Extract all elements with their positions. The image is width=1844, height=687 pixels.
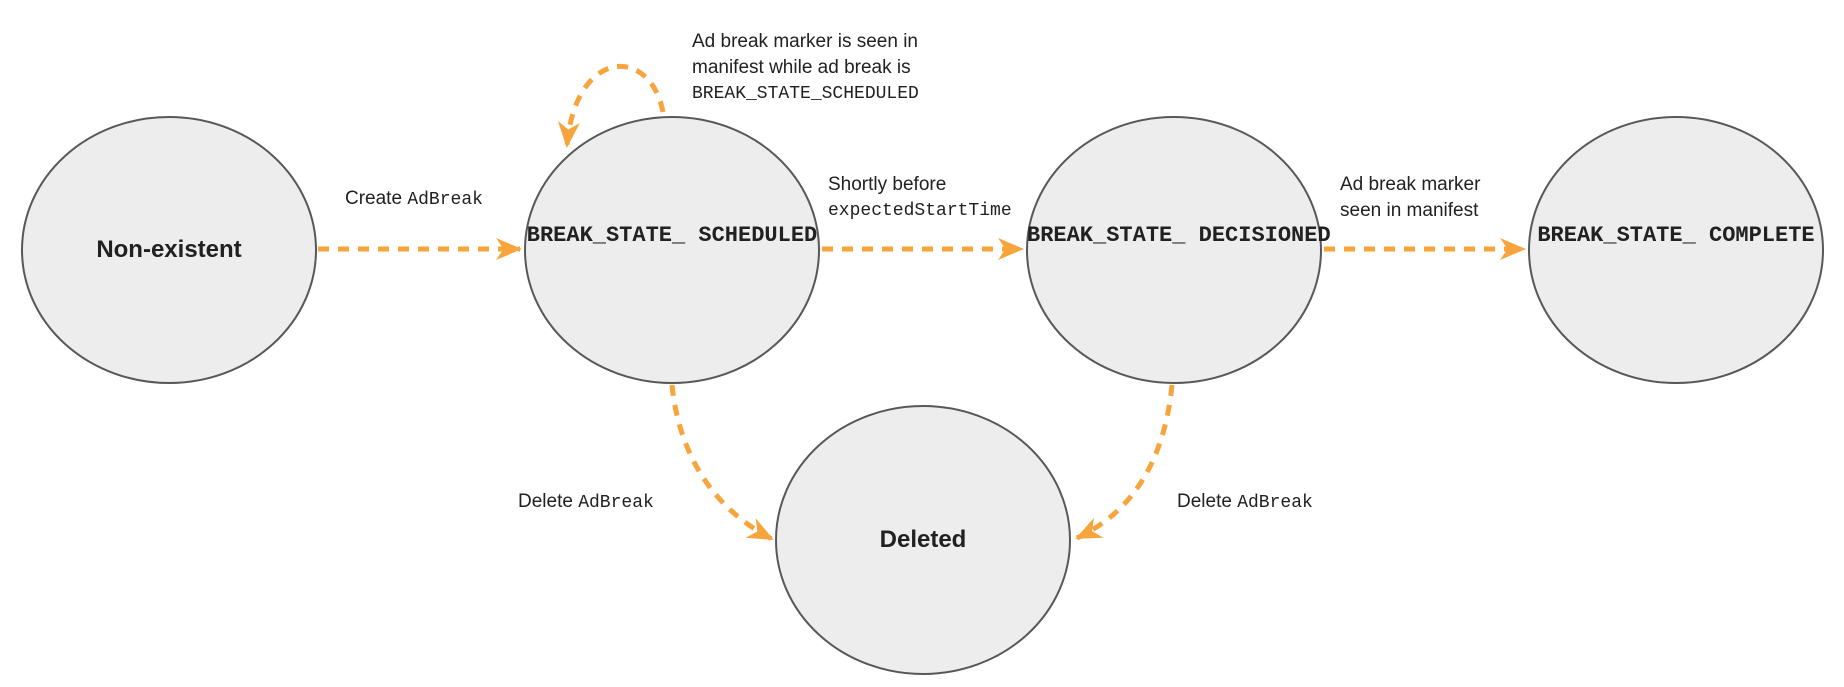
edge-label-marker-seen: Ad break marker seen in manifest (1340, 172, 1480, 224)
edge-label-code: AdBreak (1237, 493, 1313, 513)
edge-label-delete-adbreak-left: Delete AdBreak (518, 489, 654, 516)
edge-label-text: Create (345, 188, 408, 209)
state-ellipse-break-state-decisioned (1026, 116, 1322, 384)
state-ellipse-break-state-complete (1528, 116, 1824, 384)
edge-label-code: AdBreak (578, 493, 654, 513)
state-label-line: COMPLETE (1709, 223, 1815, 248)
state-ellipse-break-state-scheduled (524, 116, 820, 384)
edge-delete-adbreak-from-scheduled (669, 384, 774, 542)
edge-label-create-adbreak: Create AdBreak (345, 186, 483, 213)
edge-label-delete-adbreak-right: Delete AdBreak (1177, 489, 1313, 516)
edge-label-text: Ad break marker is seen in (692, 31, 918, 52)
edge-self-loop-scheduled (558, 63, 666, 148)
edge-delete-adbreak-from-decisioned (1075, 384, 1175, 541)
edge-label-text: manifest while ad break is (692, 57, 911, 78)
state-ellipse-deleted (775, 405, 1071, 675)
state-label-line: BREAK_STATE_ (1027, 223, 1186, 248)
edge-label-text: Delete (1177, 491, 1238, 512)
state-ellipse-non-existent (21, 116, 317, 384)
state-label-text: Deleted (879, 526, 967, 553)
edge-label-text: Ad break marker (1340, 174, 1481, 195)
state-label-text: Non-existent (96, 236, 242, 263)
edge-label-shortly-before: Shortly before expectedStartTime (828, 172, 1012, 224)
state-label-line: BREAK_STATE_ (1537, 223, 1696, 248)
state-label-break-state-scheduled: BREAK_STATE_ SCHEDULED (525, 221, 819, 250)
state-label-deleted: Deleted (776, 525, 1070, 555)
edge-label-code: expectedStartTime (828, 201, 1012, 221)
edge-label-text: seen in manifest (1340, 200, 1479, 221)
state-label-break-state-decisioned: BREAK_STATE_ DECISIONED (1027, 221, 1331, 250)
edge-label-self-loop: Ad break marker is seen in manifest whil… (692, 29, 919, 107)
edge-label-text: Delete (518, 491, 579, 512)
state-label-line: DECISIONED (1198, 223, 1331, 248)
edge-label-text: Shortly before (828, 174, 947, 195)
state-label-line: BREAK_STATE_ (526, 223, 686, 248)
state-label-non-existent: Non-existent (22, 235, 316, 265)
state-label-line: SCHEDULED (698, 223, 818, 248)
edge-label-code: AdBreak (407, 190, 483, 210)
state-label-break-state-complete: BREAK_STATE_ COMPLETE (1529, 221, 1823, 250)
edge-label-code: BREAK_STATE_SCHEDULED (692, 84, 919, 104)
